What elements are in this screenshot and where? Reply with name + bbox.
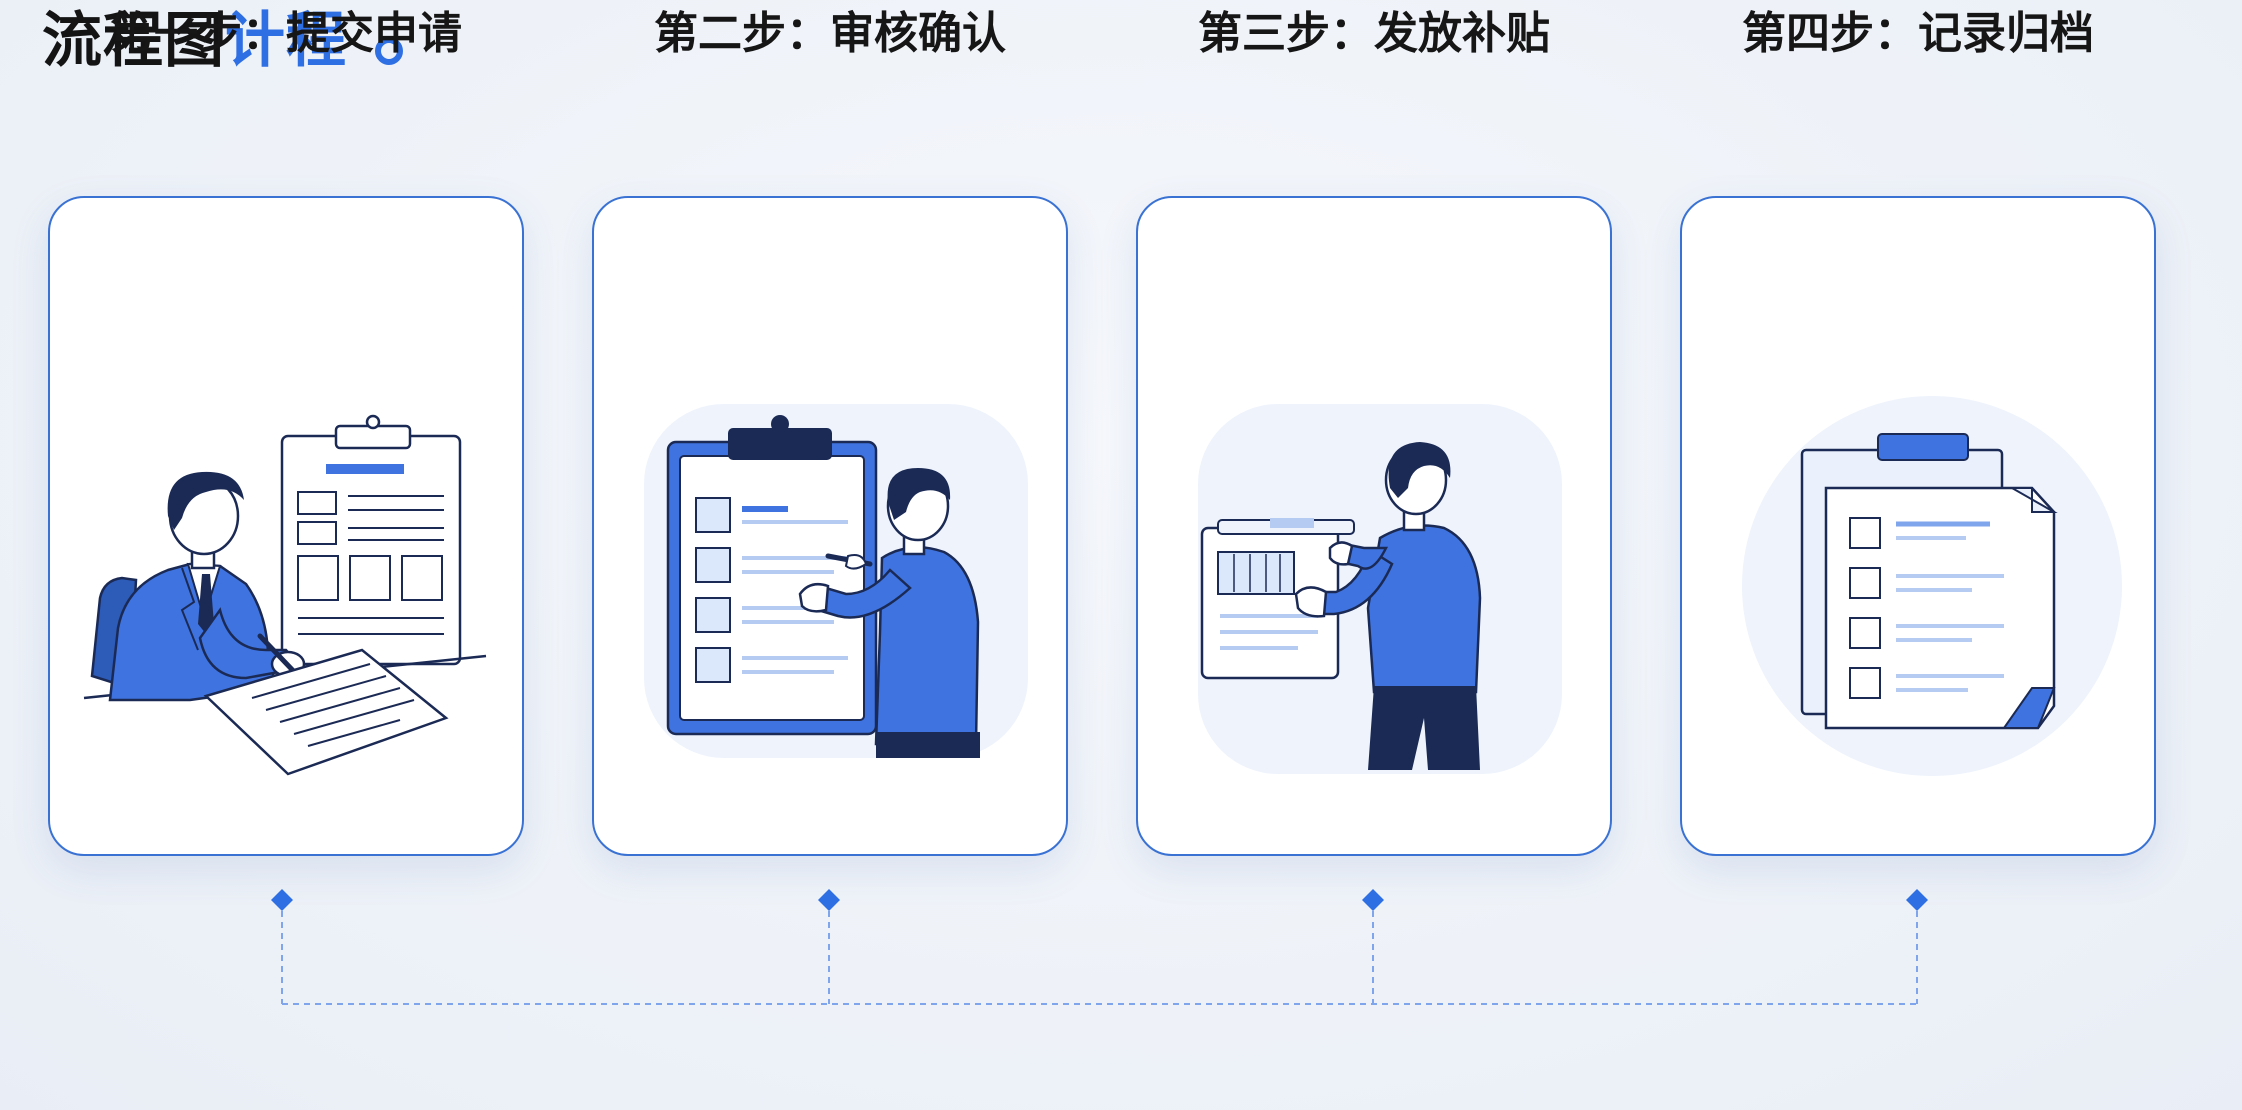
- timeline-node-4: [1906, 889, 1928, 911]
- step-card-3: 第三步：发放补贴: [1136, 8, 1612, 856]
- step-title-1: 第一步：提交申请: [110, 8, 462, 59]
- step-card-2: 第二步：审核确认: [592, 8, 1068, 856]
- title-dot-icon: [375, 37, 403, 65]
- distribute-subsidy-illustration: [1158, 388, 1594, 808]
- page-title-accent: 计程: [225, 6, 347, 76]
- step-card-4: 第四步：记录归档: [1680, 8, 2156, 856]
- timeline-node-1: [271, 889, 293, 911]
- step-title-4: 第四步：记录归档: [1742, 8, 2094, 59]
- step-title-2: 第二步：审核确认: [654, 8, 1006, 59]
- page-title-main: 流程图: [42, 6, 225, 76]
- timeline-node-2: [818, 889, 840, 911]
- review-confirm-illustration: [614, 388, 1050, 808]
- step-title-3: 第三步：发放补贴: [1198, 8, 1550, 59]
- submit-application-illustration: [70, 388, 506, 808]
- timeline-node-3: [1362, 889, 1384, 911]
- record-archive-illustration: [1702, 388, 2138, 808]
- step-card-1: 第一步：提交申请: [48, 8, 524, 856]
- page-title: 流程图计程: [42, 2, 403, 80]
